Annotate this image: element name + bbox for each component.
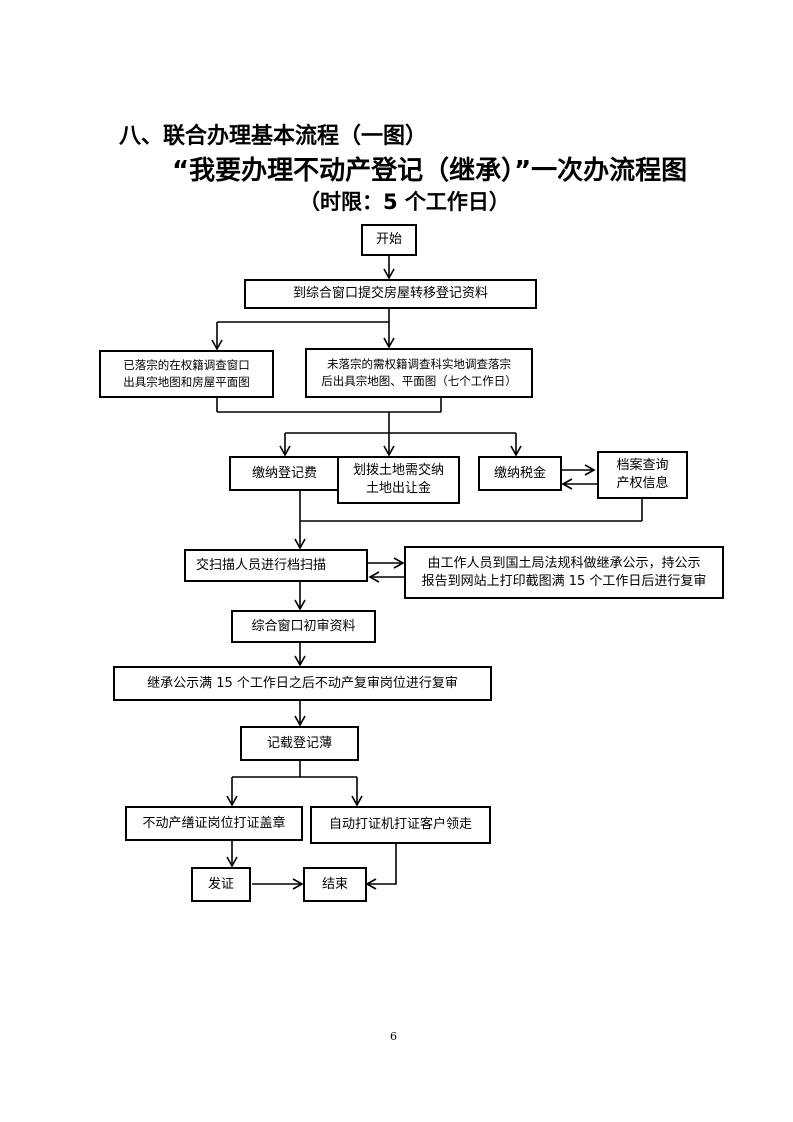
node-parcel-pending: 未落宗的需权籍调查科实地调查落宗 后出具宗地图、平面图（七个工作日） [305,348,533,398]
node-record-register: 记载登记薄 [240,726,359,761]
node-re-review: 继承公示满 15 个工作日之后不动产复审岗位进行复审 [113,666,492,701]
node-start: 开始 [361,224,417,256]
node-parcel-done: 已落宗的在权籍调查窗口 出具宗地图和房屋平面图 [99,350,274,398]
page-title: “我要办理不动产登记（继承）”一次办流程图 [172,156,688,186]
node-seal-certificate: 不动产缮证岗位打证盖章 [125,806,303,841]
node-end: 结束 [303,867,367,902]
time-limit-subtitle: （时限：5 个工作日） [299,190,510,214]
section-heading: 八、联合办理基本流程（一图） [119,124,428,149]
node-archive-query: 档案查询 产权信息 [597,451,688,499]
node-pay-tax: 缴纳税金 [478,456,562,491]
node-land-transfer-fee: 划拨土地需交纳 土地出让金 [337,456,460,504]
arrow-self-print-to-end [365,843,397,890]
node-issue-certificate: 发证 [191,867,251,902]
page-number: 6 [390,1030,397,1043]
node-scan: 交扫描人员进行档扫描 [184,549,368,582]
node-public-notice: 由工作人员到国土局法规科做继承公示，持公示 报告到网站上打印截图满 15 个工作… [404,546,724,599]
node-initial-review: 综合窗口初审资料 [231,610,376,643]
node-self-print: 自动打证机打证客户领走 [310,806,491,844]
node-registration-fee: 缴纳登记费 [229,456,340,491]
node-submit-materials: 到综合窗口提交房屋转移登记资料 [244,279,537,309]
